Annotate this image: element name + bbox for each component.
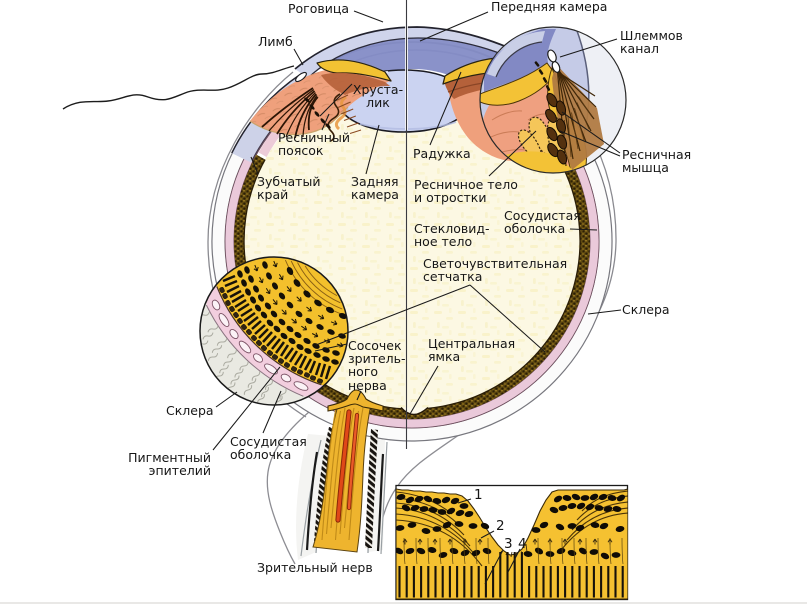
conjunctiva-line xyxy=(62,65,295,110)
label-iris: Радужка xyxy=(413,146,471,161)
label-cornea: Роговица xyxy=(288,1,350,16)
label-choroid-left: Сосудистая оболочка xyxy=(230,434,307,463)
leader-choroid-right xyxy=(569,228,598,231)
leader-lens xyxy=(319,83,353,117)
leader-ciliary-zonule xyxy=(321,113,330,131)
fovea-inset xyxy=(395,484,629,601)
label-fovea-detail-2: 2 xyxy=(496,518,505,534)
label-optic-papilla: Сосочек зритель- ного нерва xyxy=(348,338,406,393)
label-lens: Хруста- лик xyxy=(352,82,404,111)
anterior-chamber-fill xyxy=(308,38,545,95)
leader-iris xyxy=(429,71,462,146)
leader-fovea-detail-4 xyxy=(507,548,521,573)
label-fovea-detail-3: 3 xyxy=(504,536,513,552)
leader-ora-serrata xyxy=(250,156,259,175)
leader-cornea xyxy=(353,10,384,23)
leader-anterior-chamber xyxy=(419,11,489,42)
optic-nerve-drawing xyxy=(296,389,388,560)
label-anterior-chamber: Передняя камера xyxy=(491,0,608,14)
leader-choroid-left xyxy=(262,390,282,434)
leader-lines xyxy=(212,10,622,585)
label-sclera-left: Склера xyxy=(166,403,214,418)
label-ciliary-body: Ресничное тело и отростки xyxy=(414,177,518,206)
label-retina: Светочувствительная сетчатка xyxy=(423,256,568,285)
label-fovea-detail-1: 1 xyxy=(474,487,483,503)
leader-ciliary-body xyxy=(488,130,537,177)
leader-ciliary-muscle xyxy=(559,130,621,157)
leader-retina xyxy=(469,284,546,353)
label-choroid-right: Сосудистая оболочка xyxy=(504,208,581,237)
sclera-ring xyxy=(212,71,612,441)
leader-optic-papilla xyxy=(314,343,348,352)
leader-fovea-detail-2 xyxy=(480,530,495,539)
leader-retina xyxy=(315,284,471,346)
label-ciliary-zonule: Ресничный поясок xyxy=(278,130,350,159)
optic-papilla-bump xyxy=(327,389,384,412)
ciliary-muscle-inset xyxy=(479,26,627,174)
leader-fovea xyxy=(409,365,439,415)
leader-limbus xyxy=(293,48,304,66)
cornea-band xyxy=(295,27,533,78)
label-fovea-detail-4: 4 xyxy=(518,536,527,552)
label-optic-nerve: Зрительный нерв xyxy=(257,560,373,575)
label-limbus: Лимб xyxy=(258,34,293,49)
leader-schlemm-canal xyxy=(559,38,618,58)
leader-posterior-chamber xyxy=(365,124,380,175)
leader-fovea-detail-1 xyxy=(457,498,472,504)
leader-fovea-detail-3 xyxy=(484,549,504,585)
leader-sclera-right xyxy=(587,309,622,315)
label-sclera-right: Склера xyxy=(622,302,670,317)
schlemm-canal-main xyxy=(295,71,307,83)
label-pigment-epithelium: Пигментный эпителий xyxy=(128,450,211,479)
choroid-ring xyxy=(225,87,600,428)
leader-ciliary-muscle xyxy=(561,111,621,154)
retina-inset xyxy=(199,256,349,406)
leader-pigment-epithelium xyxy=(212,366,281,451)
label-posterior-chamber: Задняя камера xyxy=(351,174,399,203)
leader-sclera-left xyxy=(215,391,238,408)
label-schlemm-canal: Шлеммов канал xyxy=(620,28,683,57)
label-ciliary-muscle: Ресничная мышца xyxy=(622,147,692,176)
label-vitreous-body: Стекловид- ное тело xyxy=(414,221,490,250)
label-fovea: Центральная ямка xyxy=(428,336,516,365)
leader-optic-papilla xyxy=(356,390,362,401)
iris-left xyxy=(316,59,392,82)
label-ora-serrata: Зубчатый край xyxy=(257,174,321,203)
retinal-vessel xyxy=(336,410,351,522)
